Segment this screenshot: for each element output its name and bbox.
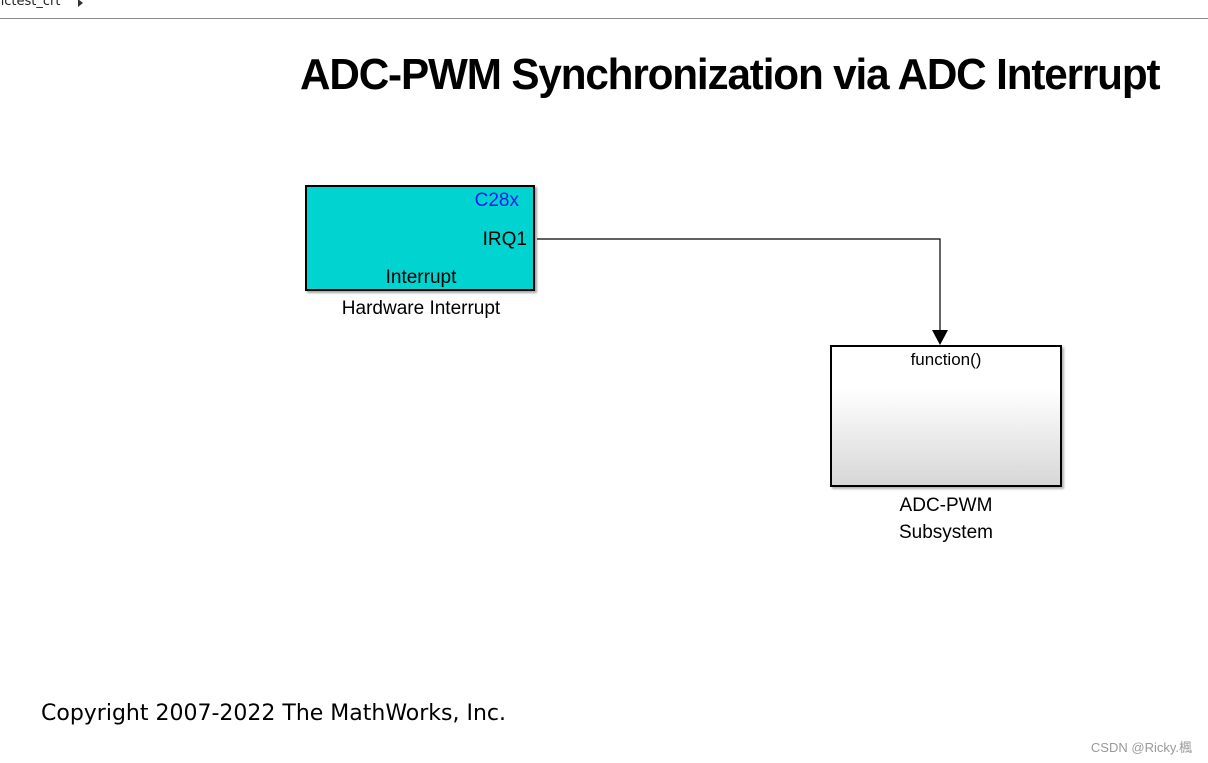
- hw-inner-label-wrap: Interrupt: [307, 267, 533, 289]
- breadcrumb: nctest_crt: [0, 0, 1208, 19]
- page-title: ADC-PWM Synchronization via ADC Interrup…: [300, 50, 1161, 99]
- hardware-interrupt-block[interactable]: C28x IRQ1 Interrupt: [305, 185, 535, 291]
- hw-inner-label: Interrupt: [385, 267, 457, 288]
- subsystem-name-line1: ADC-PWM: [899, 495, 993, 516]
- hw-output-port-irq1[interactable]: IRQ1: [482, 229, 527, 250]
- subsystem-name-line2: Subsystem: [899, 522, 993, 543]
- hardware-interrupt-block-name[interactable]: Hardware Interrupt: [341, 298, 501, 319]
- adc-pwm-subsystem-name[interactable]: ADC-PWM Subsystem: [830, 492, 1062, 546]
- subsystem-trigger-port[interactable]: function(): [910, 350, 982, 369]
- breadcrumb-arrow-icon[interactable]: [78, 0, 83, 7]
- signal-arrowhead-icon: [932, 330, 948, 345]
- watermark: CSDN @Ricky.楓: [1090, 740, 1192, 755]
- breadcrumb-model-link[interactable]: nctest_crt: [0, 0, 61, 9]
- adc-pwm-subsystem-block[interactable]: function(): [830, 345, 1062, 487]
- hw-target-label: C28x: [474, 190, 519, 211]
- copyright-annotation: Copyright 2007-2022 The MathWorks, Inc.: [41, 701, 507, 726]
